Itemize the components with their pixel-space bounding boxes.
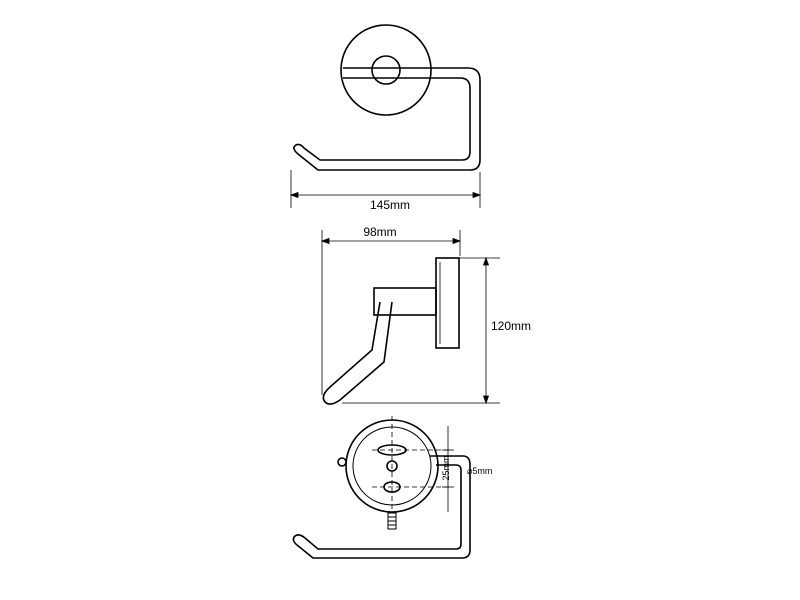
front-rod bbox=[293, 80, 481, 171]
back-centerlines bbox=[372, 416, 452, 512]
side-view bbox=[322, 257, 460, 405]
side-rod bbox=[322, 301, 393, 405]
depth-label: 98mm bbox=[363, 225, 396, 239]
hole-spacing-dimension bbox=[442, 426, 454, 512]
back-view bbox=[292, 419, 471, 559]
front-bar-top bbox=[343, 67, 481, 81]
hole-spacing-label: 25mm bbox=[441, 455, 451, 480]
front-hub bbox=[371, 55, 401, 85]
hole-diameter-label: ⌀5mm bbox=[467, 466, 492, 476]
side-arm-block bbox=[373, 287, 437, 316]
width-dimension bbox=[289, 170, 482, 208]
front-bar-top-inner bbox=[343, 77, 471, 89]
height-dimension bbox=[342, 256, 500, 405]
side-wall-plate bbox=[435, 257, 460, 349]
front-wall-plate bbox=[340, 24, 432, 116]
front-view bbox=[293, 24, 481, 171]
back-rod bbox=[292, 455, 471, 559]
depth-dimension bbox=[320, 230, 462, 395]
stopper-knob bbox=[337, 457, 347, 467]
screw bbox=[387, 512, 397, 530]
width-label: 145mm bbox=[370, 198, 410, 212]
height-label: 120mm bbox=[491, 319, 531, 333]
